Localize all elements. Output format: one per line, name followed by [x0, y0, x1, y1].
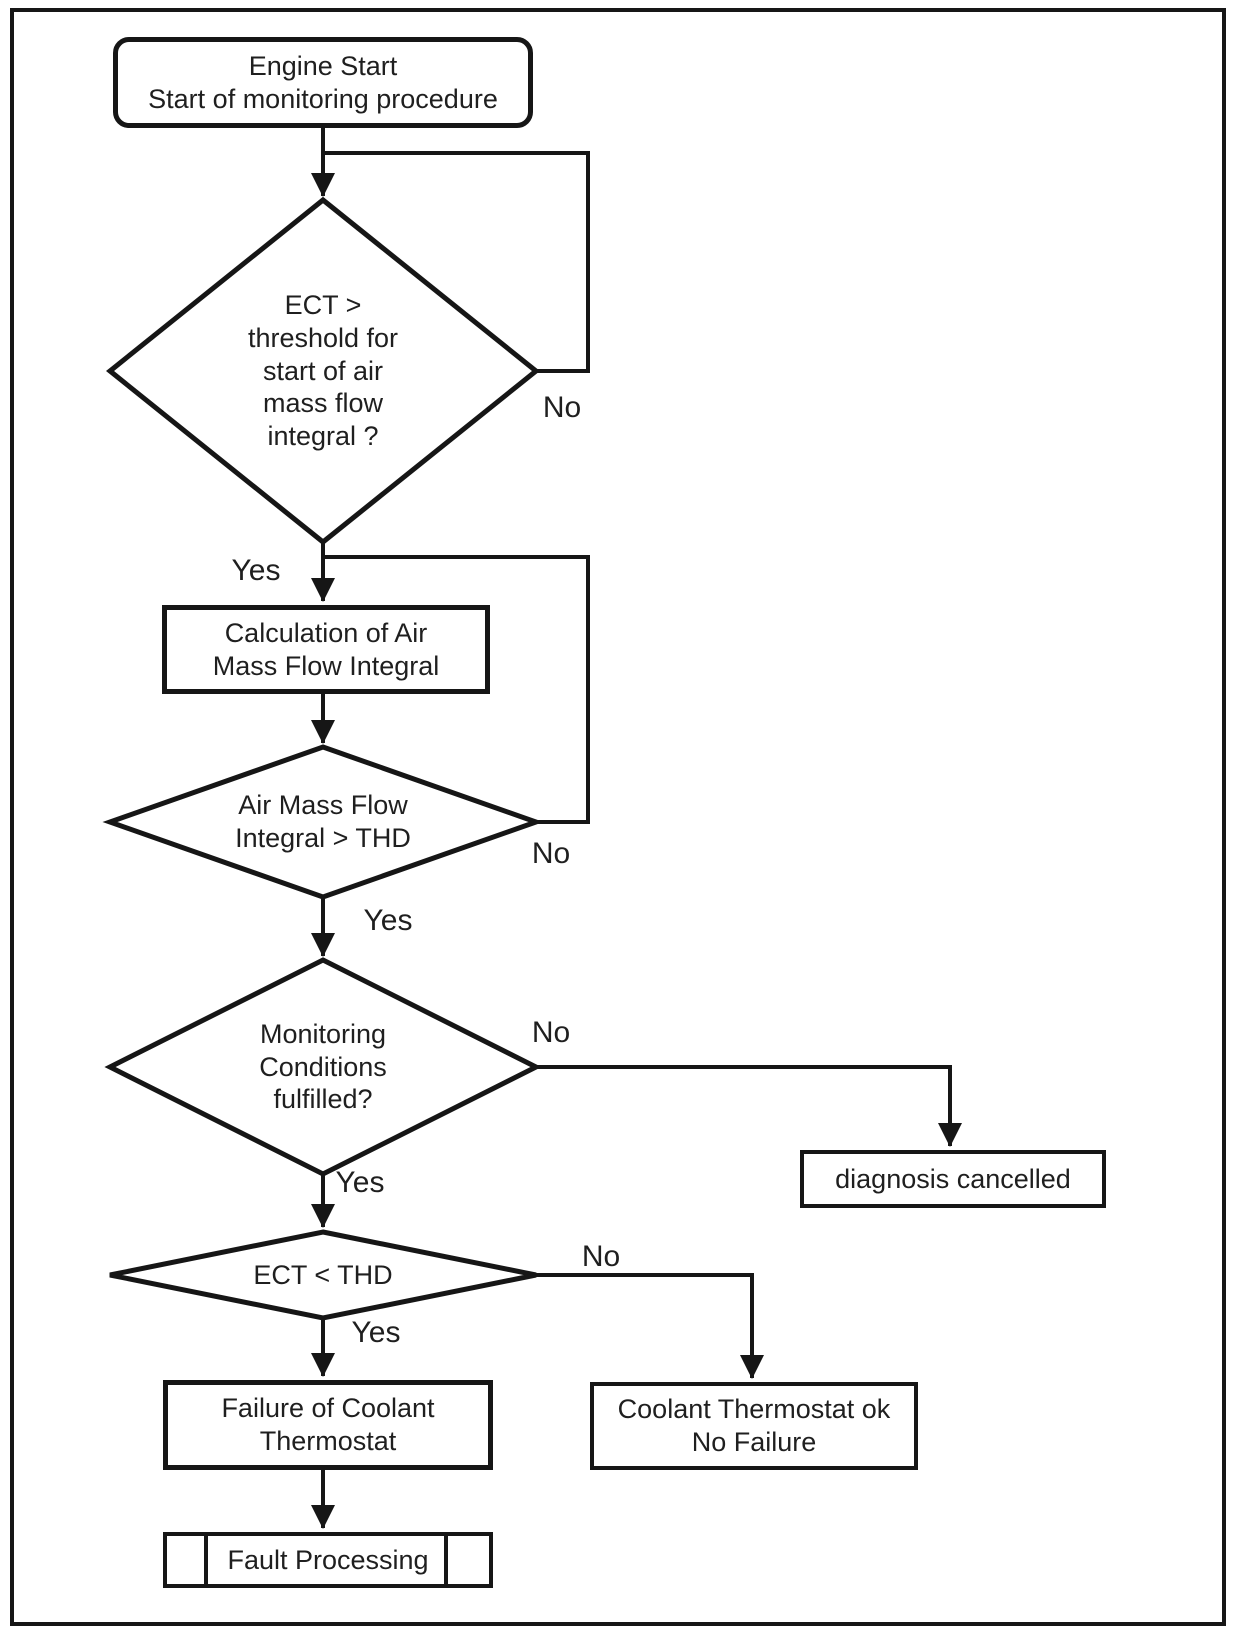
process-calculation-node: Calculation of Air Mass Flow Integral: [162, 605, 490, 694]
edge-label-ect-thd-no: No: [581, 1240, 621, 1273]
decision-air-mass-flow-shape: [102, 744, 544, 900]
edge-label-ect-threshold-no: No: [542, 391, 582, 424]
edge-label-ect-thd-yes: Yes: [351, 1316, 401, 1349]
connector-ect-threshold-no-loop: [325, 151, 590, 373]
process-diagnosis-cancelled-node: diagnosis cancelled: [800, 1150, 1106, 1208]
process-thermostat-ok-node: Coolant Thermostat ok No Failure: [590, 1382, 918, 1470]
connector-air-mass-no-loop: [325, 555, 590, 824]
process-calculation-label: Calculation of Air Mass Flow Integral: [212, 617, 440, 681]
start-node-label: Engine Start Start of monitoring procedu…: [148, 50, 498, 114]
edge-label-air-mass-no: No: [531, 837, 571, 870]
start-node: Engine Start Start of monitoring procedu…: [113, 37, 533, 128]
decision-ect-thd-shape: [109, 1229, 537, 1321]
edge-label-monitoring-no: No: [531, 1016, 571, 1049]
decision-ect-threshold-shape: [106, 196, 540, 546]
process-thermostat-ok-label: Coolant Thermostat ok No Failure: [617, 1394, 891, 1457]
process-failure-thermostat-node: Failure of Coolant Thermostat: [163, 1380, 493, 1470]
edge-label-ect-threshold-yes: Yes: [231, 554, 281, 587]
process-diagnosis-cancelled-label: diagnosis cancelled: [835, 1163, 1071, 1194]
edge-label-air-mass-yes: Yes: [363, 904, 413, 937]
connector-ect-thd-no: [536, 1273, 764, 1379]
decision-monitoring-conditions-shape: [104, 957, 542, 1177]
connector-monitoring-no: [536, 1065, 962, 1147]
process-failure-thermostat-label: Failure of Coolant Thermostat: [221, 1393, 435, 1456]
predefined-process-right-bar: [444, 1536, 448, 1584]
figure-border: [10, 8, 1226, 1626]
fault-processing-label: Fault Processing: [227, 1544, 429, 1575]
edge-label-monitoring-yes: Yes: [335, 1166, 385, 1199]
predefined-fault-processing-node: Fault Processing: [163, 1532, 493, 1588]
predefined-process-left-bar: [204, 1536, 208, 1584]
